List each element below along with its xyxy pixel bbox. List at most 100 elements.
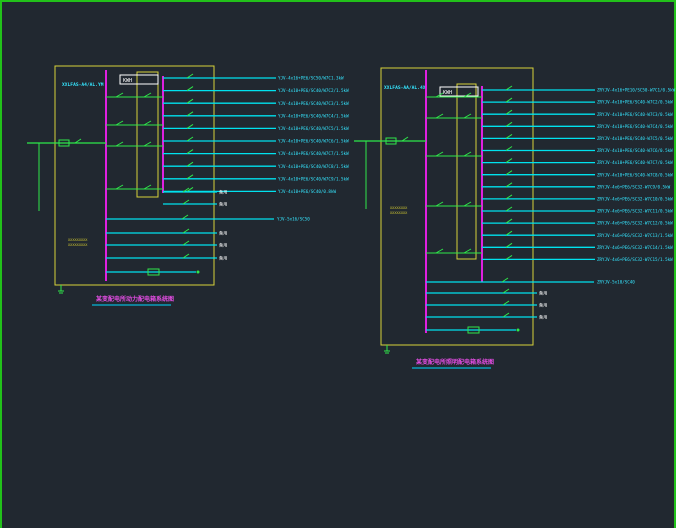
main-breaker-symbol	[58, 139, 70, 147]
circuit-breaker-symbol	[505, 218, 513, 224]
circuit-breaker-symbol	[182, 228, 190, 234]
group-switch-symbol	[115, 184, 124, 190]
energy-meter-box	[119, 74, 159, 85]
contactor-symbol	[147, 268, 160, 276]
panel-side-note-line-2: XXXXXXXX	[390, 211, 408, 215]
panel-enclosure	[54, 65, 215, 286]
circuit-breaker-symbol	[502, 300, 510, 306]
circuit-breaker-symbol	[182, 199, 190, 205]
circuit-breaker-symbol	[182, 240, 190, 246]
panel-header-label: XXLFAS-AA/AL.4X	[384, 85, 426, 91]
circuit-breaker-symbol	[505, 97, 513, 103]
circuit-breaker-symbol	[505, 85, 513, 91]
panel-title: 某变配电所动力配电箱系统图	[96, 295, 174, 303]
spare-circuit-label: 备用	[219, 201, 227, 208]
feeder-circuit-label: ZRYJV-4x10+PE6/SC40-W7C3/0.5kW	[597, 112, 673, 117]
group-switch-symbol	[435, 248, 444, 254]
group-switch-symbol	[143, 141, 152, 147]
feeder-circuit-label: ZRYJV-4x10+PE6/SC40-W7C8/0.5kW	[597, 172, 673, 177]
feeder-circuit-label: ZRYJV-4x6+PE6/SC32-W7C11/0.5kW	[597, 209, 673, 214]
feeder-circuit-label: YJV-4x10+PE6/SC40/W7C7/1.5kW	[278, 151, 349, 156]
circuit-breaker-symbol	[186, 161, 194, 167]
feeder-circuit-label: YJV-4x10+PE6/SC40/0.8kW	[278, 189, 336, 194]
panel-enclosure	[380, 67, 534, 346]
feeder-circuit-label: ZRYJV-4x10+PE6/SC40-W7C2/0.5kW	[597, 100, 673, 105]
feeder-circuit-label: ZRYJV-4x6+PE6/SC32-W7C13/1.5kW	[597, 233, 673, 238]
feeder-circuit-label: ZRYJV-4x6+PE6/SC32-W7C9/0.5kW	[597, 184, 671, 189]
feeder-circuit-label: ZRYJV-4x10+PE6/SC40-W7C7/0.5kW	[597, 160, 673, 165]
circuit-breaker-symbol	[505, 109, 513, 115]
feeder-circuit-label: ZRYJV-4x6+PE6/SC32-W7C12/0.5kW	[597, 221, 673, 226]
circuit-breaker-symbol	[502, 288, 510, 294]
panel-header-label: XXLFAS-A4/AL.YM	[62, 82, 104, 88]
circuit-breaker-symbol	[182, 253, 190, 259]
feeder-circuit-label: YJV-4x10+PE6/SC40/W7C3/1.5kW	[278, 101, 349, 106]
group-switch-symbol	[435, 92, 444, 98]
group-switch-symbol	[115, 92, 124, 98]
feeder-circuit-label: YJV-5x16/SC50	[277, 217, 310, 222]
group-switch-symbol	[435, 151, 444, 157]
circuit-breaker-symbol	[181, 214, 189, 220]
feeder-circuit-label: ZRYJV-4x16+PE10/SC50-W7C1/0.5kW	[597, 88, 676, 93]
group-switch-symbol	[463, 113, 472, 119]
circuit-breaker-symbol	[186, 73, 194, 79]
feeder-circuit-label: ZRYJV-4x6+PE6/SC32-W7C15/1.5kW	[597, 257, 673, 262]
circuit-breaker-symbol	[186, 186, 194, 192]
group-switch-symbol	[435, 201, 444, 207]
circuit-breaker-symbol	[186, 86, 194, 92]
group-switch-symbol	[115, 120, 124, 126]
terminal-dot	[516, 328, 520, 332]
circuit-breaker-symbol	[186, 98, 194, 104]
circuit-breaker-symbol	[501, 277, 509, 283]
group-switch-symbol	[435, 113, 444, 119]
main-switch-symbol	[401, 136, 409, 142]
circuit-breaker-symbol	[505, 146, 513, 151]
circuit-breaker-symbol	[182, 187, 190, 193]
feeder-circuit-label: YJV-4x10+PE6/SC40/W7C2/1.5kW	[278, 88, 349, 93]
spare-circuit-label: 备用	[219, 255, 227, 262]
terminal-dot	[196, 270, 200, 274]
panel-title: 某变配电所照明配电箱系统图	[416, 358, 494, 366]
circuit-breaker-symbol	[505, 194, 513, 200]
meter-enclosure	[136, 71, 159, 198]
panel-power-distribution-box: XXLFAS-A4/AL.YM XXXXXXXXX XXXXXXXXX 某变配电…	[27, 65, 349, 306]
circuit-breaker-symbol	[505, 170, 513, 176]
feeder-circuit-label: YJV-4x10+PE6/SC40/W7C5/1.5kW	[278, 126, 349, 131]
spare-circuit-label: 备用	[219, 189, 227, 196]
circuit-breaker-symbol	[186, 111, 194, 117]
energy-meter-box	[439, 86, 479, 97]
circuit-breaker-symbol	[505, 242, 513, 248]
meter-enclosure	[456, 83, 477, 260]
spare-circuit-label: 备用	[539, 302, 547, 309]
contactor-symbol	[467, 326, 480, 334]
group-switch-symbol	[463, 151, 472, 157]
feeder-circuit-label: ZRYJV-4x10+PE6/SC40-W7C5/0.5kW	[597, 136, 673, 141]
feeder-circuit-label: ZRYJV-4x10+PE6/SC40-W7C4/0.5kW	[597, 124, 673, 129]
circuit-breaker-symbol	[505, 230, 513, 236]
group-switch-symbol	[143, 184, 152, 190]
main-switch-symbol	[74, 138, 82, 144]
feeder-circuit-label: ZRYJV-4x6+PE6/SC32-W7C14/1.5kW	[597, 245, 673, 250]
circuit-breaker-symbol	[505, 121, 513, 127]
circuit-breaker-symbol	[502, 312, 510, 318]
feeder-circuit-label: ZRYJV-4x6+PE6/SC32-W7C10/0.5kW	[597, 197, 673, 202]
feeder-circuit-label: ZRYJV-4x10+PE6/SC40-W7C6/0.5kW	[597, 148, 673, 153]
spare-circuit-label: 备用	[219, 242, 227, 249]
spare-circuit-label: 备用	[539, 314, 547, 321]
circuit-breaker-symbol	[505, 182, 513, 188]
group-switch-symbol	[463, 92, 472, 98]
energy-meter-label: KWH	[443, 90, 452, 96]
panel-side-note-line-1: XXXXXXXX	[390, 206, 408, 210]
main-breaker-symbol	[385, 137, 397, 145]
circuit-breaker-symbol	[505, 133, 513, 139]
group-switch-symbol	[143, 120, 152, 126]
circuit-breaker-symbol	[505, 158, 513, 164]
circuit-breaker-symbol	[505, 206, 513, 212]
feeder-circuit-label: YJV-4x10+PE6/SC40/W7C4/1.5kW	[278, 113, 349, 118]
group-switch-symbol	[143, 92, 152, 98]
energy-meter-label: KWH	[123, 78, 132, 84]
feeder-circuit-label: YJV-4x10+PE6/SC40/W7C6/1.5kW	[278, 139, 349, 144]
feeder-circuit-label: YJV-4x10+PE6/SC40/W7C8/1.5kW	[278, 164, 349, 169]
